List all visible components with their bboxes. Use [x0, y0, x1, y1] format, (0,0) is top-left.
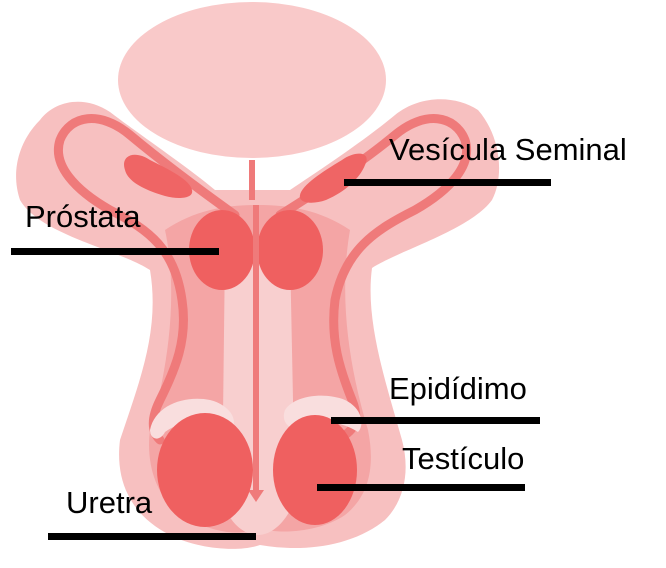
bladder-shape	[118, 2, 386, 158]
prostate-right	[257, 210, 323, 290]
label-vesicula-seminal: Vesícula Seminal	[389, 132, 627, 167]
seminal-vesicle-right	[299, 153, 367, 203]
prostate-left	[189, 210, 255, 290]
leader-line-prostata	[11, 248, 219, 255]
testicle-left	[157, 413, 253, 527]
urethra-line	[249, 160, 259, 495]
testicle-right	[273, 415, 357, 525]
leader-line-testiculo	[317, 484, 525, 491]
label-uretra: Uretra	[66, 485, 153, 520]
leader-line-vesicula-seminal	[344, 179, 551, 186]
vas-deferens-left	[54, 114, 240, 445]
label-prostata: Próstata	[25, 199, 141, 234]
vas-deferens-right	[275, 114, 471, 443]
leader-line-uretra	[48, 533, 256, 540]
urethra-tip	[248, 490, 264, 502]
label-epididimo: Epidídimo	[389, 371, 527, 406]
seminal-vesicle-left	[124, 154, 193, 198]
label-testiculo: Testículo	[402, 441, 525, 476]
leader-line-epididimo	[331, 417, 540, 424]
